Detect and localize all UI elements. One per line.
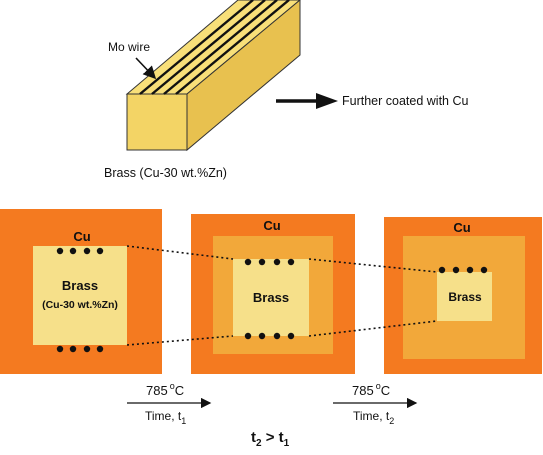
dotted-line [308,258,438,273]
mo-wire-dots [244,258,295,340]
mo-dot [452,266,460,274]
mo-dot [287,332,295,340]
mo-dot [466,266,474,274]
mo-dot [96,345,104,353]
brass-label: Brass [253,290,289,305]
mo-dot [273,332,281,340]
mo-dot [83,345,91,353]
bar-front-face [126,93,188,151]
brass-core [33,246,127,345]
cu-label: Cu [453,220,470,235]
mo-dot [244,258,252,266]
mo-wire-line [163,0,278,95]
mo-dot [244,332,252,340]
panel-after-t1: Cu Brass [191,214,355,374]
mo-dot [69,247,77,255]
mo-dot [258,332,266,340]
brass-core [233,259,309,336]
mo-wire-line [151,0,266,95]
brass-bar [125,0,301,152]
time-relation: t2 > t1 [251,429,290,449]
mo-dot [83,247,91,255]
brass-composition-label: Brass (Cu-30 wt.%Zn) [104,166,227,180]
mo-wire-line [175,0,290,95]
coating-arrow [276,93,338,109]
panel-initial: Cu Brass (Cu-30 wt.%Zn) [0,209,162,374]
coating-label: Further coated with Cu [342,94,468,108]
mo-wires [139,0,290,95]
dotted-line [308,320,438,337]
mo-dot [56,345,64,353]
cu-label: Cu [263,218,280,233]
brass-label: Brass [448,290,482,304]
mo-wire-dots [56,247,104,353]
mo-dot [273,258,281,266]
brass-core [437,272,492,321]
correspondence-lines [126,245,438,346]
mo-dot [258,258,266,266]
mo-wire-label: Mo wire [108,40,150,54]
mo-dot [480,266,488,274]
mo-dot [438,266,446,274]
brass-composition-sub: (Cu-30 wt.%Zn) [42,299,118,311]
mo-wire-pointer [135,57,157,80]
mo-wire-dots [438,266,488,274]
cu-label: Cu [73,229,90,244]
mo-dot [56,247,64,255]
panel-after-t2: Cu Brass [384,217,542,374]
step-time: Time, t2 [353,409,394,426]
mo-dot [96,247,104,255]
mo-wire-line [139,0,254,95]
mo-dot [69,345,77,353]
step-time: Time, t1 [145,409,186,426]
mo-dot [287,258,295,266]
brass-label: Brass [62,278,98,293]
